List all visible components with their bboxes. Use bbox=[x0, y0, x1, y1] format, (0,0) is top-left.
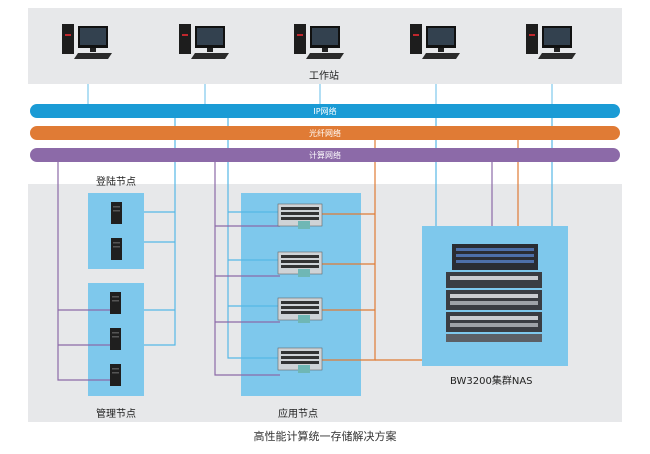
ip-link bbox=[227, 118, 280, 359]
login-node-label: 登陆节点 bbox=[96, 177, 136, 188]
tower-server-icon bbox=[111, 238, 122, 260]
workstation-icon bbox=[526, 24, 576, 59]
tower-server-icon bbox=[110, 364, 121, 386]
workstation-label: 工作站 bbox=[309, 71, 339, 82]
application-node-label: 应用节点 bbox=[278, 409, 318, 420]
application-node-servers bbox=[277, 203, 323, 373]
network-bars: IP网络 光纤网络 计算网络 bbox=[30, 104, 620, 162]
workstation-icon bbox=[62, 24, 112, 59]
compute-links bbox=[57, 160, 493, 381]
workstation-icon bbox=[410, 24, 460, 59]
fiber-network-bar bbox=[30, 126, 620, 140]
nas-label: BW3200集群NAS bbox=[450, 376, 533, 387]
tower-server-icon bbox=[110, 292, 121, 314]
blade-chassis-icon bbox=[277, 203, 323, 229]
blade-chassis-icon bbox=[277, 297, 323, 323]
ip-network-label: IP网络 bbox=[313, 106, 336, 116]
ip-link bbox=[144, 118, 176, 346]
fiber-network-label: 光纤网络 bbox=[309, 128, 341, 138]
ip-links bbox=[144, 104, 553, 359]
workstation-icon bbox=[294, 24, 344, 59]
workstation-icon bbox=[179, 24, 229, 59]
compute-network-label: 计算网络 bbox=[309, 150, 341, 160]
tower-server-icon bbox=[111, 202, 122, 224]
compute-link bbox=[214, 160, 280, 376]
blade-chassis-icon bbox=[277, 251, 323, 277]
workstation-links bbox=[87, 84, 553, 104]
workstations bbox=[62, 24, 576, 59]
management-node-label: 管理节点 bbox=[96, 409, 136, 420]
nas-storage-icon bbox=[446, 244, 542, 342]
diagram-caption: 高性能计算统一存储解决方案 bbox=[253, 430, 397, 443]
login-node-servers bbox=[111, 202, 122, 260]
tower-server-icon bbox=[110, 328, 121, 350]
compute-network-bar bbox=[30, 148, 620, 162]
ip-network-bar bbox=[30, 104, 620, 118]
blade-chassis-icon bbox=[277, 347, 323, 373]
compute-link bbox=[57, 160, 112, 381]
management-node-servers bbox=[110, 292, 121, 386]
